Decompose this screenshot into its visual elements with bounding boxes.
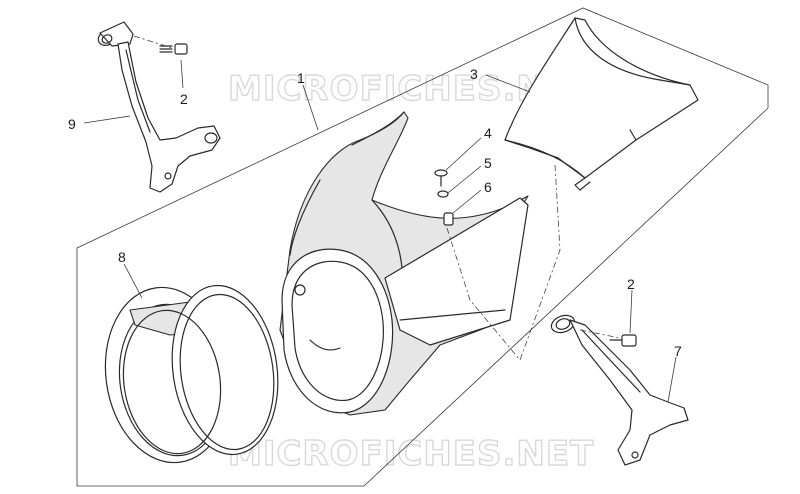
assembly-guide-line — [446, 164, 561, 361]
callout-2-top: 2 — [180, 91, 188, 107]
callout-4: 4 — [484, 125, 492, 141]
leader-1 — [302, 84, 319, 131]
bracket-part-7 — [550, 314, 689, 466]
headlight-fairing-part-1 — [279, 111, 529, 416]
leader-2-right — [629, 289, 633, 334]
headlight-rim-part-8 — [104, 284, 279, 464]
assembly-frame — [76, 7, 769, 487]
callout-6: 6 — [484, 179, 492, 195]
leader-8 — [123, 263, 143, 299]
callout-1: 1 — [297, 70, 305, 86]
bracket-part-9 — [97, 21, 221, 193]
callout-3: 3 — [470, 66, 478, 82]
callout-2-right: 2 — [627, 276, 635, 292]
leader-7 — [667, 356, 677, 403]
leader-2-top — [180, 59, 184, 89]
leader-6 — [452, 189, 482, 214]
washer-part-5 — [437, 190, 449, 198]
watermark-bottom: MICROFICHES.NET — [228, 434, 594, 474]
screw-part-2-right — [579, 329, 637, 347]
leader-3 — [485, 74, 531, 93]
grommet-part-6 — [443, 212, 454, 226]
callout-7: 7 — [674, 343, 682, 359]
leader-4 — [445, 137, 482, 171]
callout-8: 8 — [118, 249, 126, 265]
leader-9 — [83, 115, 131, 124]
callout-9: 9 — [68, 116, 76, 132]
leader-lines — [83, 59, 677, 403]
callout-5: 5 — [484, 155, 492, 171]
screw-part-2-top — [133, 35, 188, 55]
leader-5 — [447, 165, 482, 194]
screw-part-4 — [434, 169, 448, 187]
